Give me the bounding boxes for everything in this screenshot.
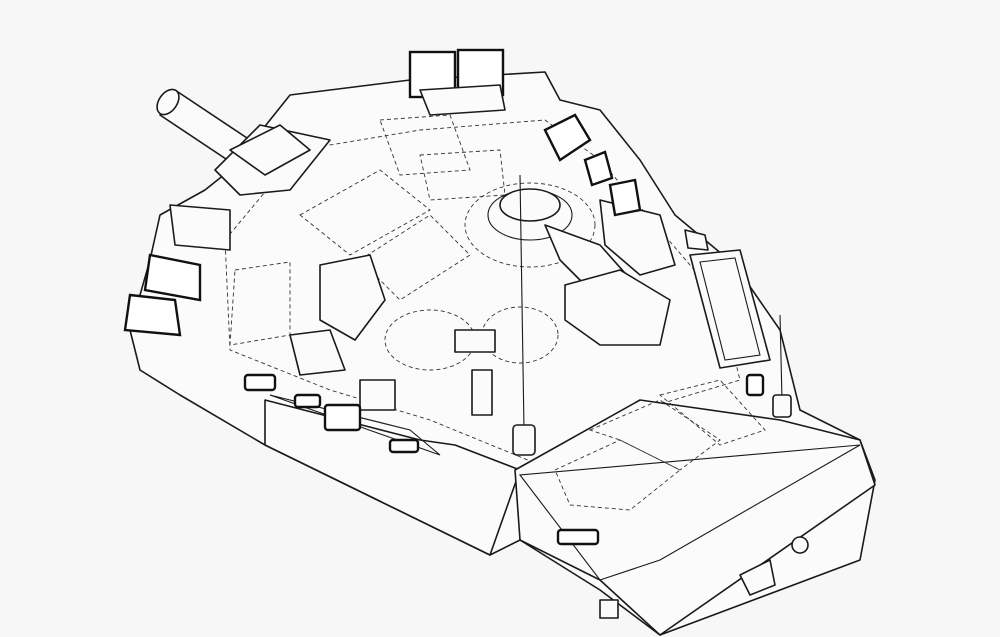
top-deck-outline (224, 119, 741, 466)
antenna-right (745, 314, 792, 418)
front-armor (514, 399, 876, 636)
commander-hatch (464, 182, 596, 268)
antenna-left (512, 174, 536, 456)
storage-boxes-right (543, 113, 709, 251)
sight-assembly (544, 199, 676, 346)
gunner-hatch (481, 306, 559, 364)
storage-boxes-left (123, 204, 231, 337)
front-fittings (556, 528, 809, 619)
front-hatches (554, 379, 766, 511)
machine-gun-mount (289, 254, 496, 416)
side-storage-panel (689, 249, 771, 369)
left-side-fittings (243, 373, 420, 454)
storage-boxes-top (408, 48, 506, 116)
main-gun-barrel (156, 88, 331, 196)
